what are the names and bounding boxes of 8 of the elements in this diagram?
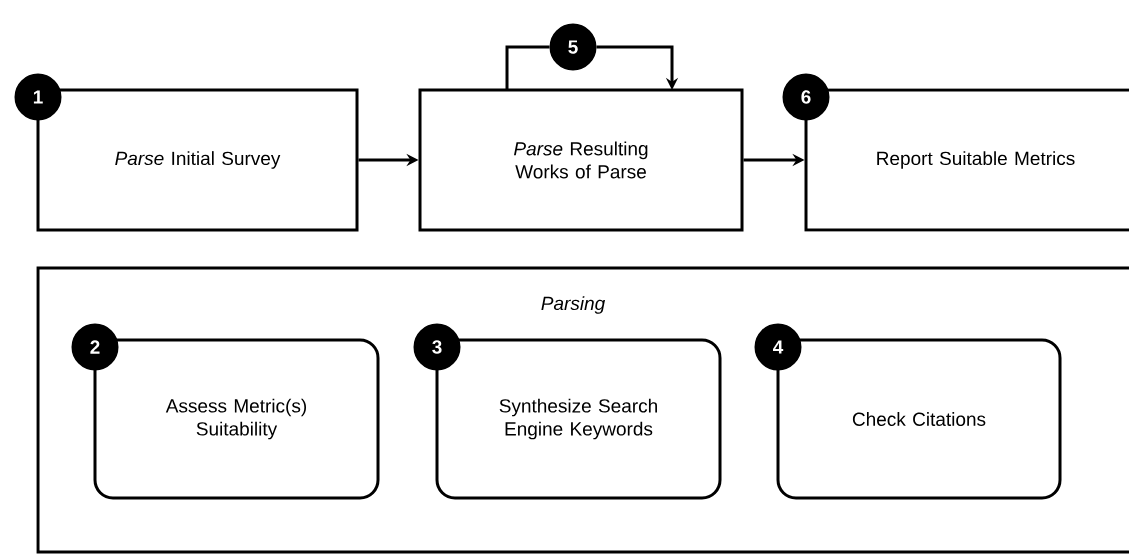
number-badge: 5 [549, 23, 597, 71]
number-badge: 1 [14, 73, 62, 121]
process-box: Parse Resulting Works of Parse [418, 88, 744, 232]
number-badge: 2 [71, 323, 119, 371]
number-badge: 3 [413, 323, 461, 371]
number-badge: 6 [782, 73, 830, 121]
number-badge: 4 [754, 323, 802, 371]
group-title: Parsing [541, 296, 606, 314]
